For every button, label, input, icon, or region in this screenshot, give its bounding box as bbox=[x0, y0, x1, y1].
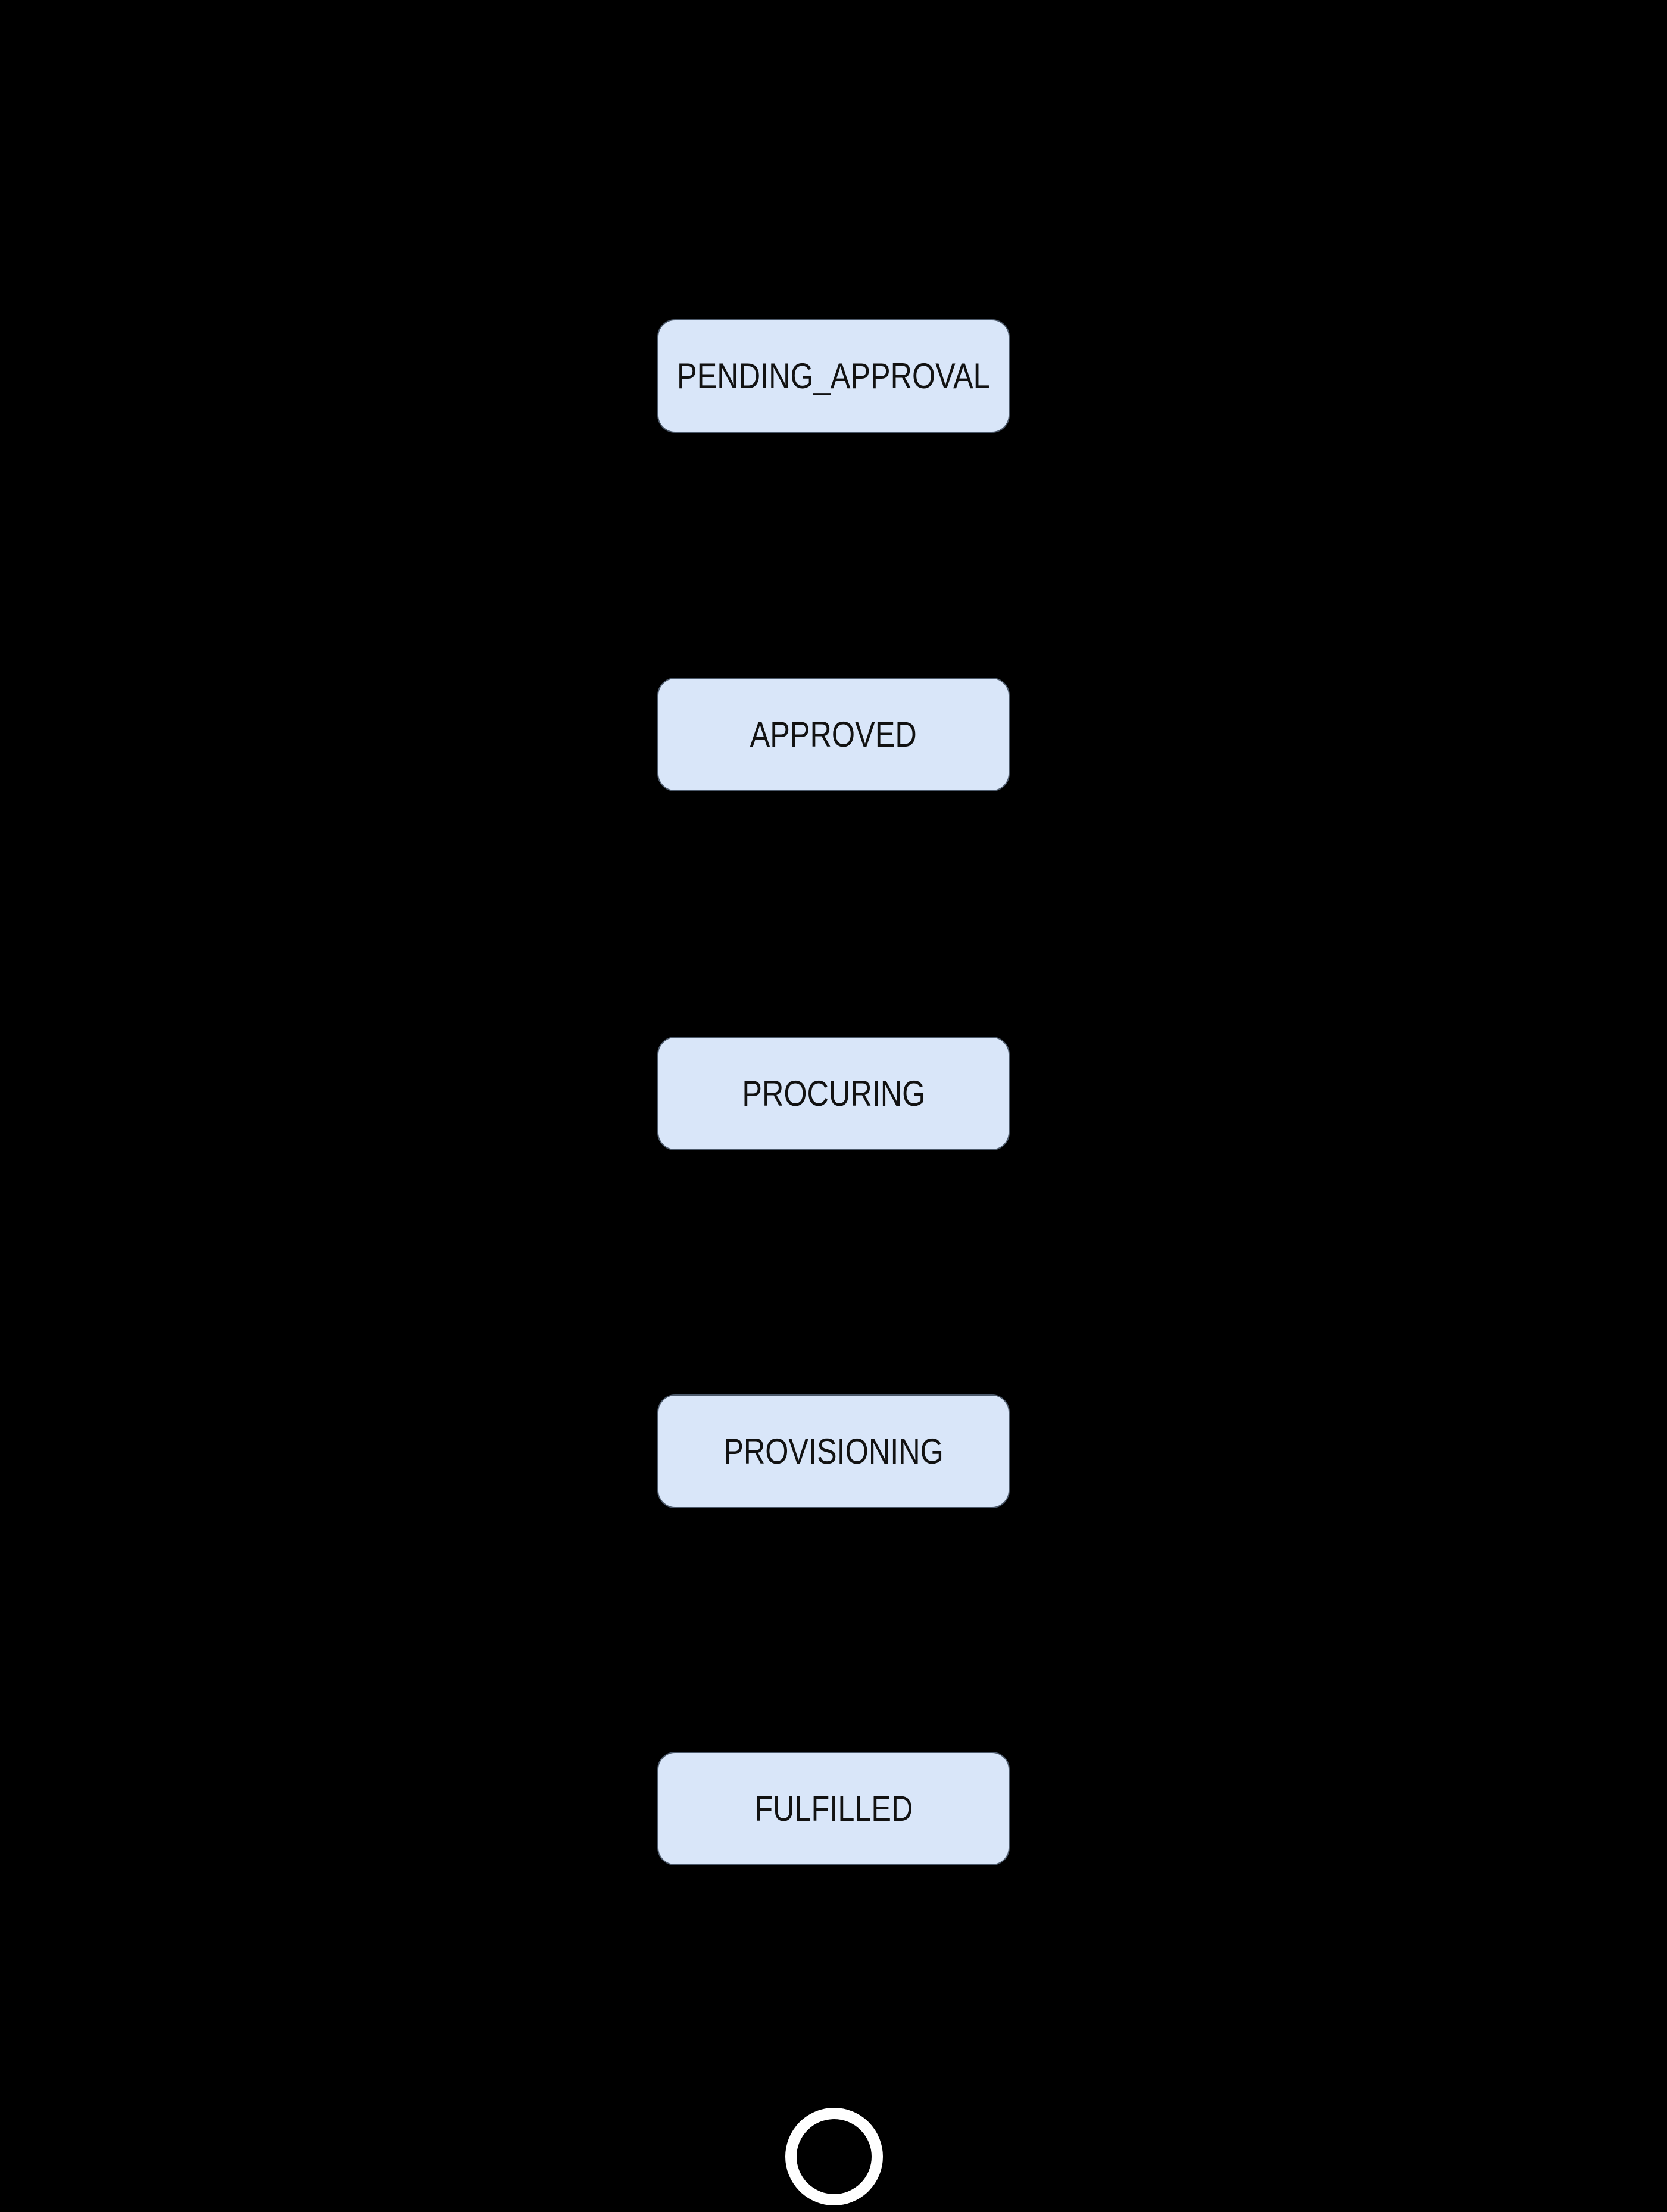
state-node-fulfilled: FULFILLED bbox=[657, 1752, 1010, 1865]
state-node-provisioning: PROVISIONING bbox=[657, 1394, 1010, 1508]
state-label-procuring: PROCURING bbox=[741, 1074, 926, 1113]
state-node-pending-approval: PENDING_APPROVAL bbox=[657, 319, 1010, 433]
state-label-pending-approval: PENDING_APPROVAL bbox=[677, 356, 990, 396]
state-label-fulfilled: FULFILLED bbox=[754, 1789, 913, 1829]
state-node-procuring: PROCURING bbox=[657, 1037, 1010, 1150]
state-node-approved: APPROVED bbox=[657, 678, 1010, 791]
state-label-approved: APPROVED bbox=[750, 715, 917, 754]
state-label-provisioning: PROVISIONING bbox=[723, 1431, 944, 1471]
end-state-circle-icon bbox=[785, 2108, 883, 2205]
